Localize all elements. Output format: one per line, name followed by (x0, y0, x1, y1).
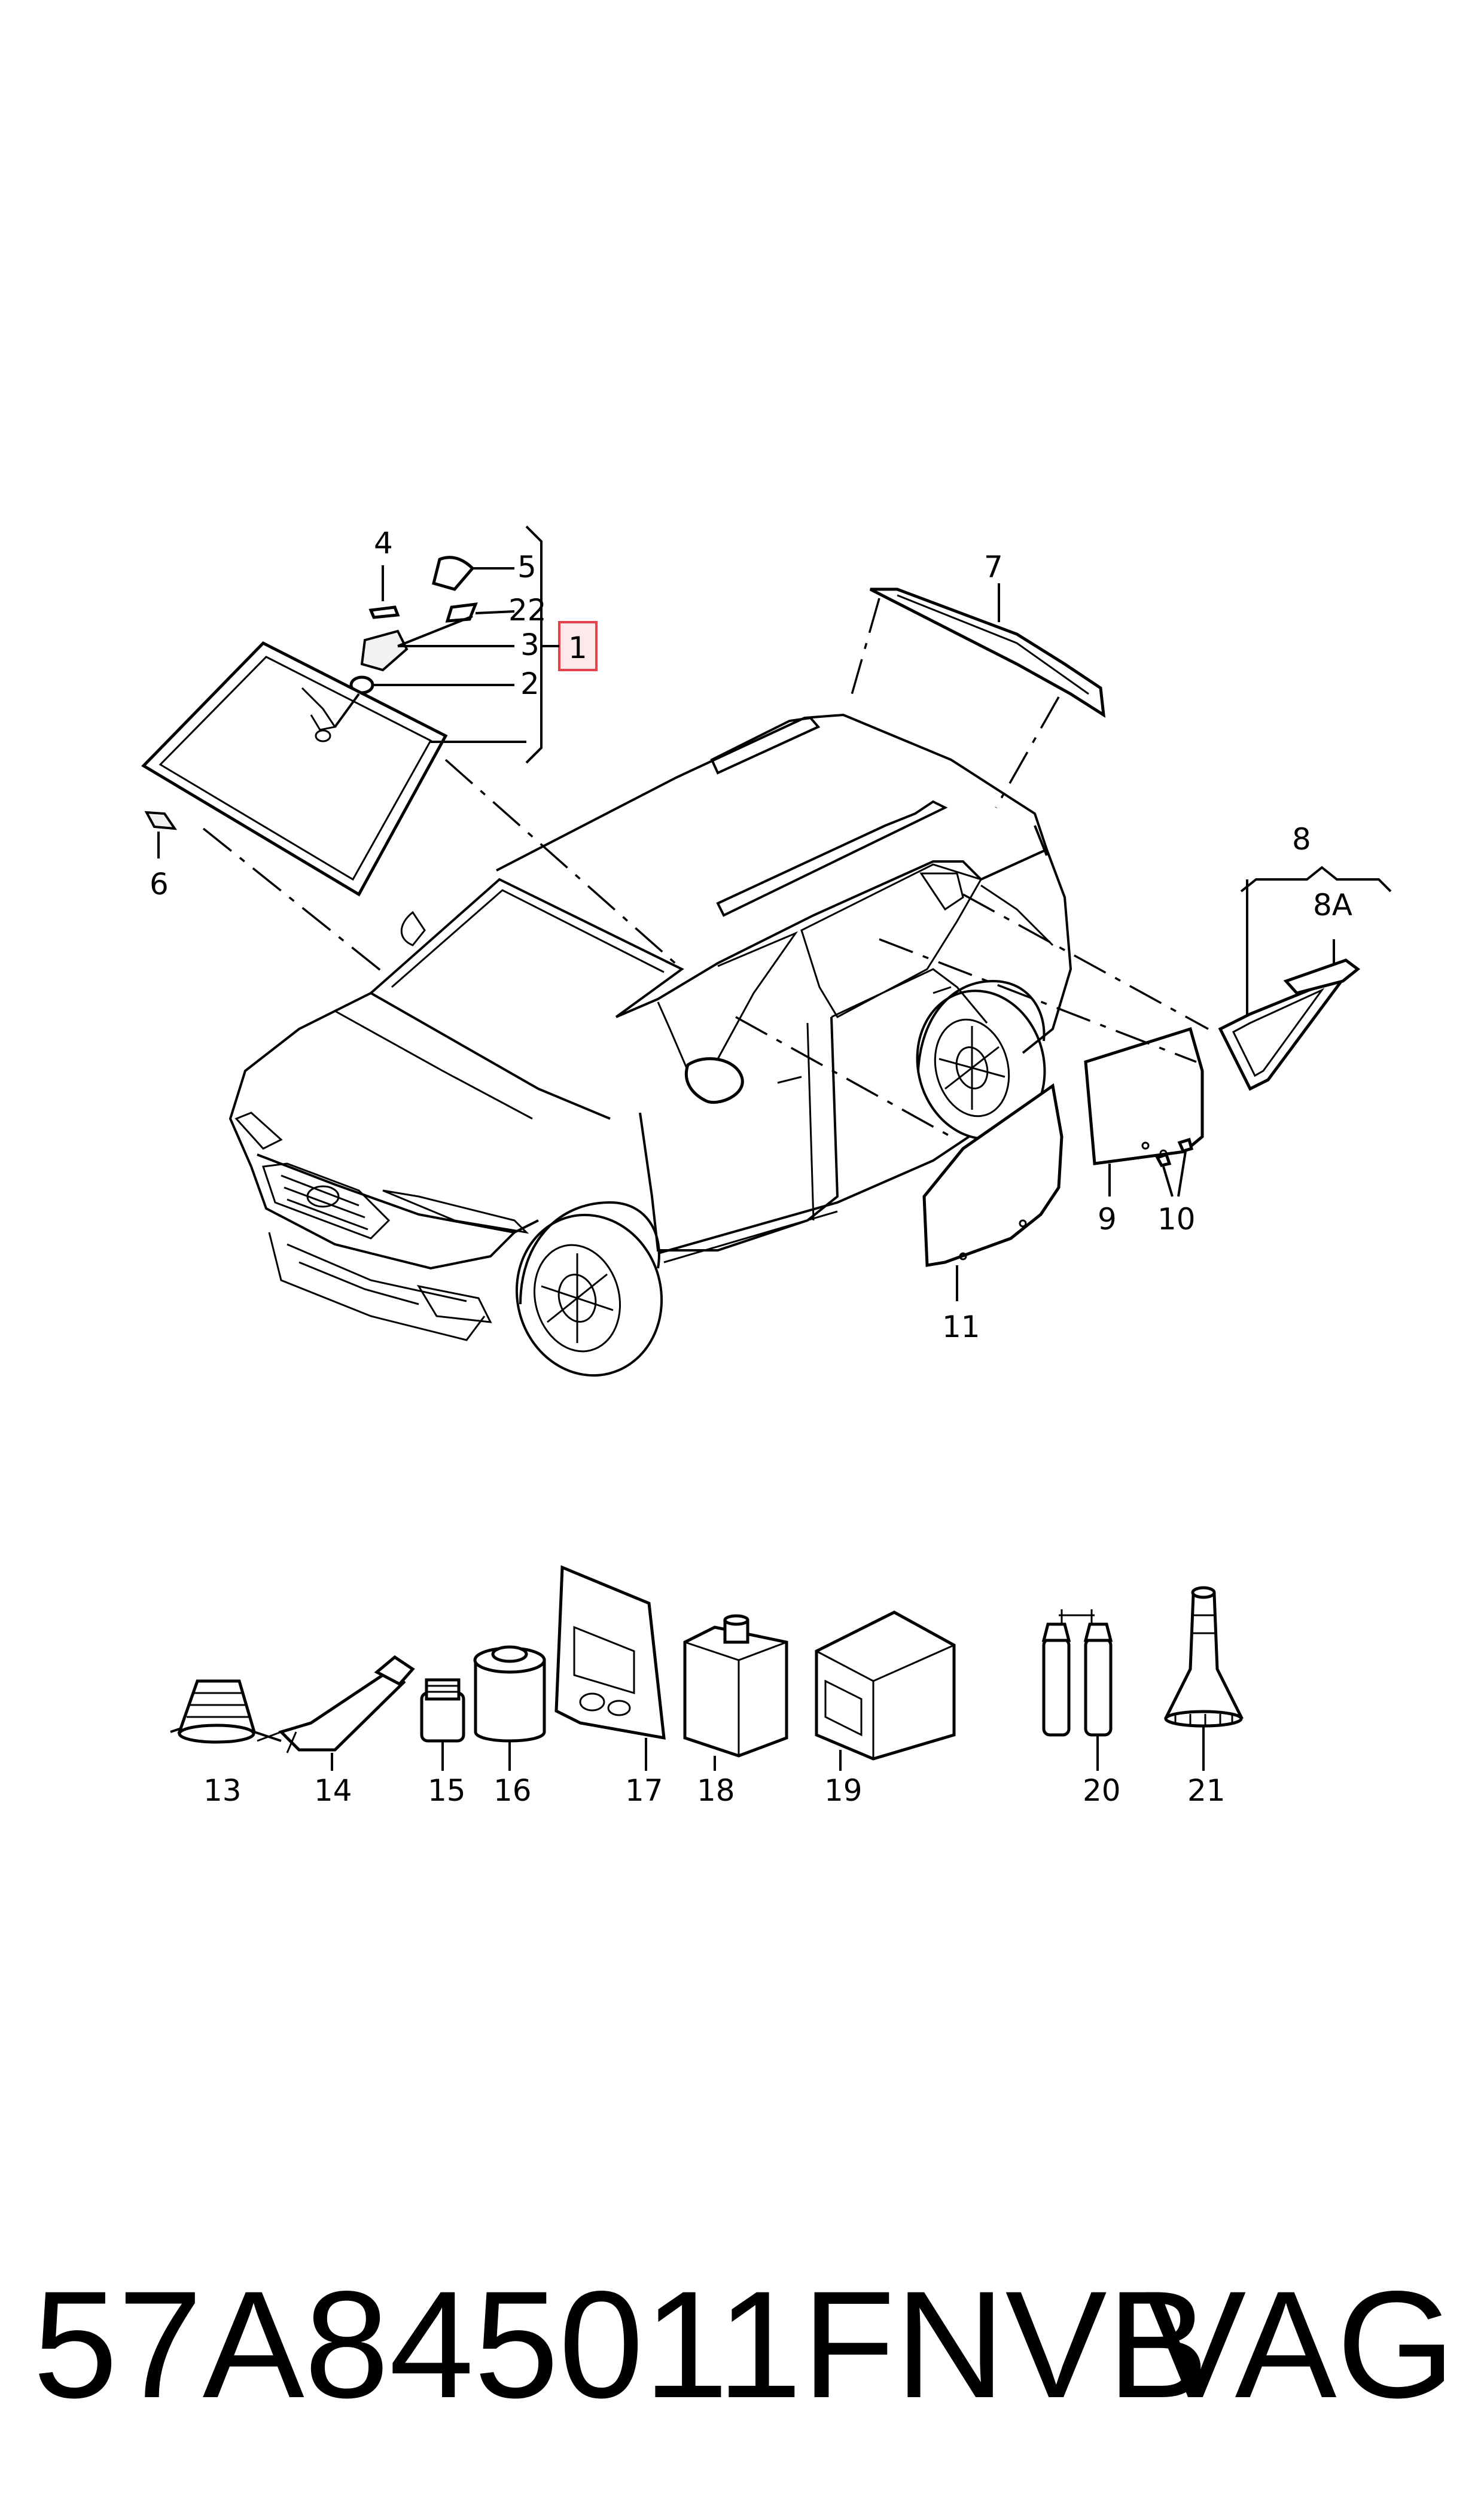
footer: 57A845011FNVB VAG (0, 2255, 1484, 2435)
part-16: 16 (473, 1645, 546, 1808)
part-14: 14 (257, 1655, 415, 1808)
callout-20[interactable]: 20 (1083, 1773, 1121, 1808)
quarter-glass-group: 8 8A (962, 822, 1392, 1091)
accessories-row: 13 14 15 16 (170, 1565, 1244, 1808)
callout-7[interactable]: 7 (984, 550, 1003, 584)
rear-window: 7 (848, 550, 1106, 808)
callout-16[interactable]: 16 (493, 1773, 532, 1808)
part-number: 57A845011FNVB (33, 2260, 1209, 2430)
callout-13[interactable]: 13 (203, 1773, 242, 1808)
callout-14[interactable]: 14 (314, 1773, 352, 1808)
callout-22[interactable]: 22 (508, 593, 547, 628)
front-door-glass: 11 (735, 1016, 1064, 1344)
callout-8a[interactable]: 8A (1313, 888, 1352, 922)
callout-2[interactable]: 2 (520, 666, 540, 701)
callout-21[interactable]: 21 (1187, 1773, 1226, 1808)
part-19: 19 (815, 1610, 956, 1808)
brand-label: VAG (1144, 2260, 1455, 2430)
sensor-bracket-group: 4 5 22 3 1 2 (349, 525, 598, 764)
rear-door-glass: 9 10 (879, 938, 1204, 1237)
callout-1-highlight[interactable] (558, 621, 598, 671)
callout-9[interactable]: 9 (1098, 1202, 1117, 1237)
windscreen (141, 641, 526, 897)
callout-19[interactable]: 19 (824, 1773, 863, 1808)
part-15: 15 (420, 1678, 466, 1808)
part-17: 17 (554, 1565, 666, 1808)
car-illustration (228, 713, 1072, 1377)
callout-8[interactable]: 8 (1292, 822, 1311, 857)
callout-4[interactable]: 4 (374, 526, 393, 561)
callout-5[interactable]: 5 (517, 550, 537, 584)
callout-10[interactable]: 10 (1157, 1202, 1196, 1237)
callout-17[interactable]: 17 (625, 1773, 663, 1808)
callout-1[interactable]: 1 (568, 631, 587, 665)
callout-18[interactable]: 18 (697, 1773, 735, 1808)
part-18: 18 (683, 1614, 788, 1808)
callout-15[interactable]: 15 (428, 1773, 466, 1808)
part-13: 13 (170, 1679, 282, 1808)
part-21: 21 (1163, 1586, 1244, 1808)
callout-6[interactable]: 6 (150, 867, 169, 902)
part-20: 20 (1041, 1609, 1121, 1808)
callout-3[interactable]: 3 (520, 628, 540, 662)
callout-11[interactable]: 11 (942, 1310, 980, 1344)
part-6: 6 (144, 811, 178, 902)
